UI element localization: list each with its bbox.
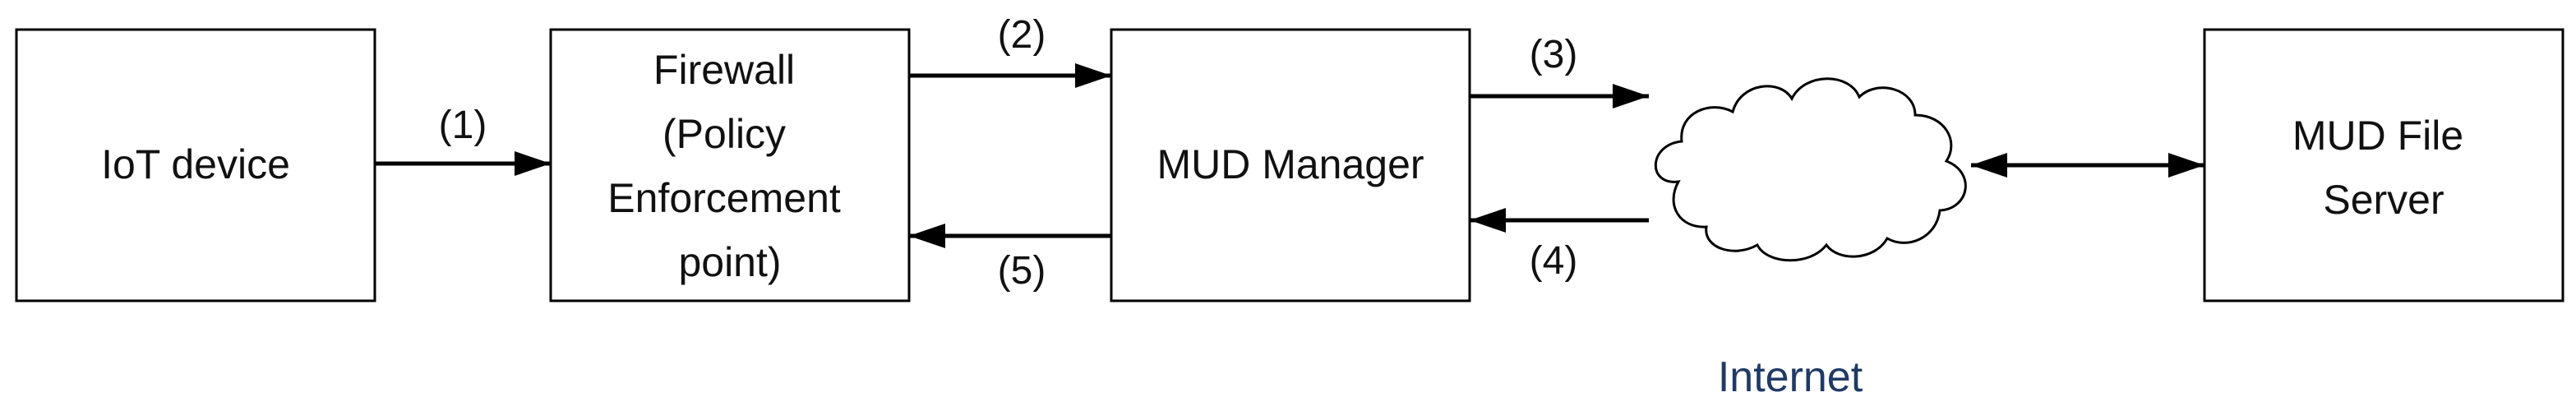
edge-label-2: (2): [998, 13, 1046, 57]
iot-device-label-line: IoT device: [101, 141, 290, 187]
firewall-label-line-2: (Policy: [662, 111, 786, 157]
edge-step-3: (3): [1470, 33, 1649, 108]
mud-file-server-node: MUD File Server: [2203, 28, 2564, 302]
internet-label: Internet: [1718, 353, 1863, 401]
mud-file-server-label: MUD File Server: [2292, 113, 2475, 223]
mud-manager-label-line: MUD Manager: [1156, 141, 1424, 187]
firewall-label-line-4: point): [678, 239, 781, 285]
firewall-label-line-3: Enforcement: [607, 175, 841, 221]
edge-step-5: (5): [909, 224, 1111, 293]
iot-device-node: IoT device: [15, 28, 376, 302]
firewall-box: [549, 28, 911, 302]
iot-device-label: IoT device: [101, 141, 290, 187]
edge-label-1: (1): [439, 104, 487, 147]
cloud-icon: [1654, 77, 1967, 262]
mud-file-server-box: [2203, 28, 2564, 302]
mud-manager-box: [1110, 28, 1471, 302]
firewall-node: Firewall (Policy Enforcement point): [549, 28, 911, 302]
mud-file-server-label-line-2: Server: [2323, 177, 2444, 223]
edge-label-5: (5): [998, 249, 1046, 293]
mud-manager-node: MUD Manager: [1110, 28, 1471, 302]
edge-step-4: (4): [1470, 208, 1649, 283]
edge-step-2: (2): [909, 13, 1111, 88]
firewall-label-line-1: Firewall: [653, 47, 795, 93]
edge-step-1: (1): [375, 104, 551, 176]
firewall-label: Firewall (Policy Enforcement point): [607, 47, 852, 285]
edge-label-4: (4): [1530, 239, 1578, 283]
edge-label-3: (3): [1530, 33, 1578, 76]
mud-manager-label: MUD Manager: [1156, 141, 1424, 187]
iot-device-box: [15, 28, 376, 302]
mud-file-server-label-line-1: MUD File: [2292, 113, 2463, 159]
internet-node: Internet: [1654, 77, 1967, 401]
